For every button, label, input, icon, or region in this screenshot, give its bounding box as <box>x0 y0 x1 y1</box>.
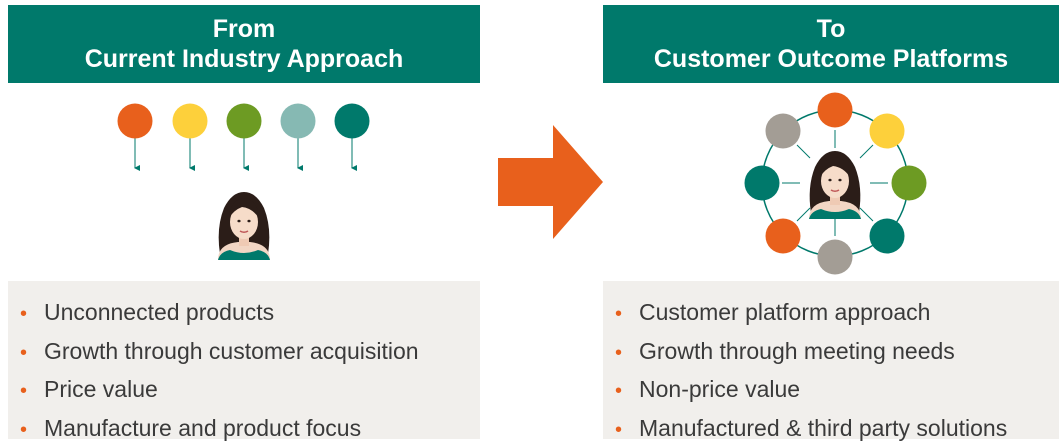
customer-avatar-icon <box>218 192 270 260</box>
product-circle-icon <box>335 104 370 169</box>
right-arrow-icon <box>498 125 603 239</box>
to-list-panel: •Customer platform approach •Growth thro… <box>603 281 1059 439</box>
product-circle-icon <box>870 219 905 254</box>
list-item: •Growth through customer acquisition <box>20 333 480 372</box>
product-circle-icon <box>892 166 927 201</box>
left-product-circles <box>118 104 370 169</box>
product-circle-icon <box>227 104 262 169</box>
product-circle-icon <box>281 104 316 169</box>
product-circle-icon <box>818 240 853 275</box>
to-bullet-list: •Customer platform approach •Growth thro… <box>603 281 1059 448</box>
list-item: •Price value <box>20 371 480 410</box>
customer-avatar-icon <box>809 151 861 219</box>
product-circle-icon <box>766 219 801 254</box>
from-list-panel: •Unconnected products •Growth through cu… <box>8 281 480 439</box>
list-item: •Customer platform approach <box>615 294 1059 333</box>
product-circle-icon <box>118 104 153 169</box>
product-circle-icon <box>870 114 905 149</box>
list-item: •Manufactured & third party solutions <box>615 410 1059 448</box>
product-circle-icon <box>818 93 853 128</box>
product-circle-icon <box>766 114 801 149</box>
list-item: •Non-price value <box>615 371 1059 410</box>
product-circle-icon <box>745 166 780 201</box>
list-item: •Manufacture and product focus <box>20 410 480 448</box>
list-item: •Growth through meeting needs <box>615 333 1059 372</box>
from-bullet-list: •Unconnected products •Growth through cu… <box>8 281 480 448</box>
list-item: •Unconnected products <box>20 294 480 333</box>
product-circle-icon <box>173 104 208 169</box>
